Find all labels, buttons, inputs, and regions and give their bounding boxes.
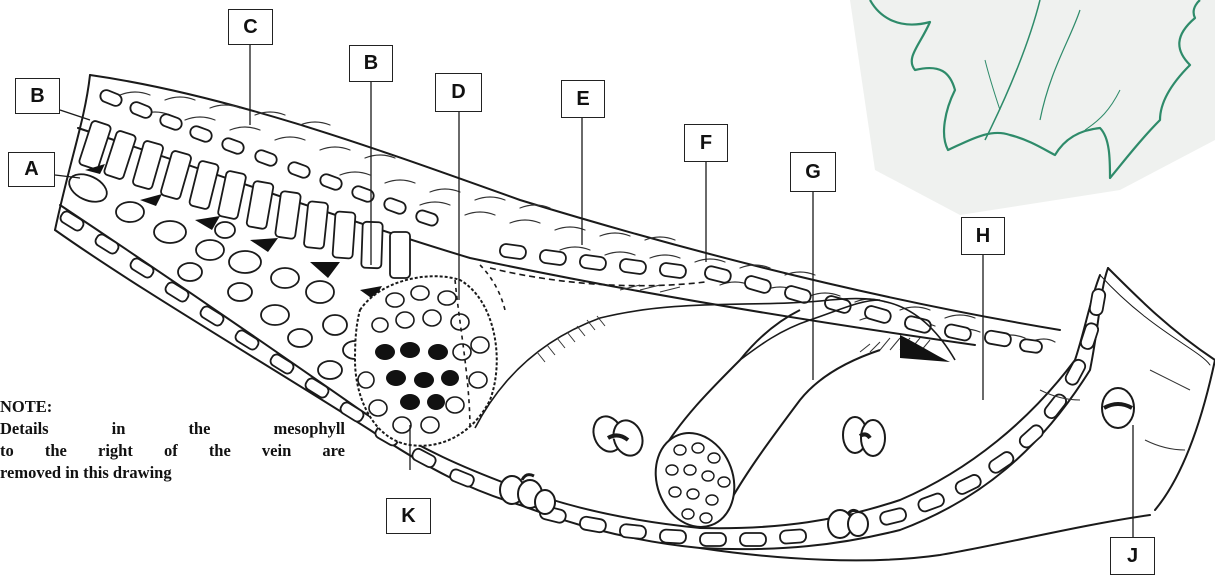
label-g: G bbox=[790, 152, 836, 192]
note-line-2: to the right of the vein are bbox=[0, 440, 345, 462]
branching-vein bbox=[643, 300, 880, 538]
surface-hatching bbox=[537, 285, 930, 362]
label-k: K bbox=[386, 498, 431, 534]
label-j: J bbox=[1110, 537, 1155, 575]
label-e: E bbox=[561, 80, 605, 118]
label-d: D bbox=[435, 73, 482, 112]
label-c: C bbox=[228, 9, 273, 45]
spongy-mesophyll-cells bbox=[65, 169, 367, 379]
label-a: A bbox=[8, 152, 55, 187]
label-b-left: B bbox=[15, 78, 60, 114]
note-line-3: removed in this drawing bbox=[0, 462, 345, 484]
note-line-1: Details in the mesophyll bbox=[0, 418, 345, 440]
note-text: NOTE: Details in the mesophyll to the ri… bbox=[0, 396, 345, 484]
label-b-mid: B bbox=[349, 45, 393, 82]
label-f: F bbox=[684, 124, 728, 162]
left-vascular-bundle bbox=[355, 276, 497, 446]
label-h: H bbox=[961, 217, 1005, 255]
note-heading: NOTE: bbox=[0, 396, 345, 418]
mesophyll-cavity bbox=[455, 265, 955, 430]
dark-shadow bbox=[900, 335, 950, 362]
leaf-outline-icon bbox=[850, 0, 1215, 215]
